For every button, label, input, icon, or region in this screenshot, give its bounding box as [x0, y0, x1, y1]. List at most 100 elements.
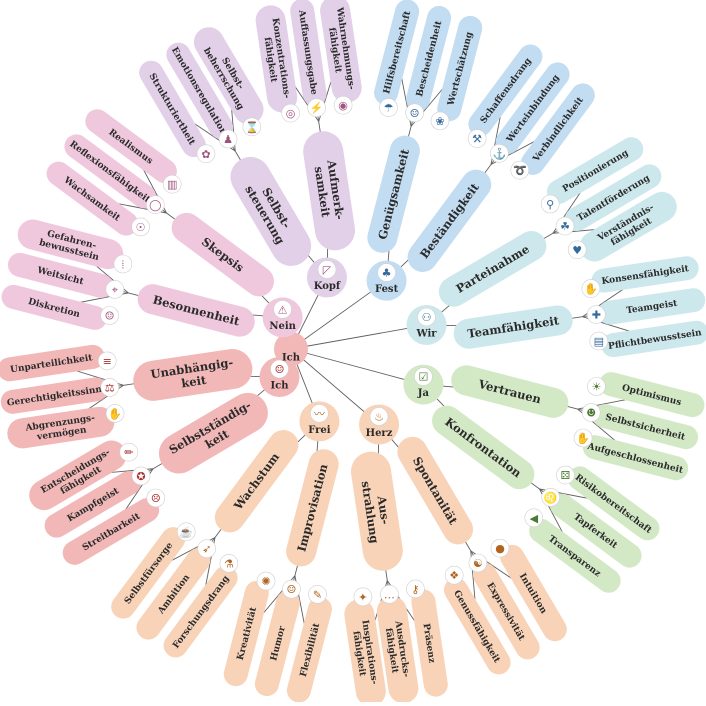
leaf-node-6-0-2-bg	[29, 440, 127, 511]
connector-line	[290, 348, 424, 386]
leaf-node-2-1-1: Teamgeist	[598, 288, 706, 325]
connector-line	[290, 324, 427, 350]
svg-text:⚇: ⚇	[422, 311, 432, 324]
leaf-node-0-1-0: Konzentrations-fähigkeit	[255, 5, 298, 113]
svg-text:⚗: ⚗	[224, 557, 234, 570]
trait-node-3-0-bg	[451, 365, 569, 418]
chart-icon: ▥	[162, 174, 182, 194]
dimension-text-7: Nein	[269, 321, 296, 332]
smiley-icon: ☺	[405, 103, 424, 123]
leaf-node-7-0-0-bg	[1, 284, 107, 330]
dimension-label-7: Nein	[269, 321, 296, 332]
svg-text:⦙: ⦙	[122, 258, 124, 271]
leaf-node-4-1-0: Präsenz	[411, 589, 448, 697]
trait-node-3-0: Vertrauen	[451, 365, 569, 418]
leaf-node-6-1-0-bg	[7, 406, 115, 449]
svg-text:◯: ◯	[149, 199, 161, 212]
lightning-icon: ⚡	[307, 98, 326, 117]
people-icon: ⚇	[417, 307, 436, 327]
trait-node-0-1-bg	[303, 131, 356, 251]
leaf-node-5-0-1-bg	[254, 590, 300, 697]
svg-text:◀: ◀	[530, 512, 539, 525]
puzzle-icon: ✚	[586, 305, 606, 324]
monocle-icon: ☉	[131, 217, 150, 237]
rocket-icon: ➶	[197, 539, 216, 559]
svg-text:✿: ✿	[201, 148, 210, 161]
leaf-node-4-1-1: Ausdrucks-fähigkeit	[376, 596, 419, 704]
dimension-label-2: Wir	[415, 329, 437, 340]
dice-icon: ⚄	[556, 465, 575, 485]
dimension-text-0: Kopf	[314, 281, 341, 292]
svg-text:⌛: ⌛	[245, 121, 259, 134]
svg-text:⚒: ⚒	[472, 133, 482, 146]
leaf-node-5-1-1-bg	[136, 548, 211, 640]
svg-text:✺: ✺	[261, 575, 270, 588]
svg-text:☹: ☹	[151, 492, 161, 505]
svg-text:…: …	[384, 588, 395, 601]
joystick-icon: ♟	[218, 129, 238, 149]
dimension-text-5: Frei	[308, 425, 331, 436]
trait-node-1-0-bg	[367, 135, 420, 253]
trait-node-0-0-bg	[230, 156, 312, 266]
svg-text:☂: ☂	[384, 102, 394, 115]
leaf-node-4-1-2-bg	[344, 599, 386, 706]
dimension-text-4: Herz	[366, 428, 393, 439]
svg-text:✦: ✦	[358, 591, 367, 604]
leaf-node-2-1-2-bg	[601, 320, 706, 358]
trait-node-0-1-label: Aufmerk-samkeit	[311, 158, 347, 223]
leaf-node-4-0-0-bg	[500, 544, 567, 642]
svg-text:❀: ❀	[435, 115, 444, 128]
eye-icon: ◉	[333, 95, 353, 115]
speech-bubble-icon: …	[380, 584, 399, 604]
leaf-node-2-1-0-bg	[591, 256, 699, 293]
scales-icon: ⚖	[100, 378, 119, 397]
brain-icon: ✿	[196, 144, 216, 164]
telescope-icon: ⌖	[105, 280, 125, 299]
leaf-node-2-1-1-bg	[598, 288, 706, 325]
svg-text:☘: ☘	[560, 220, 570, 233]
svg-text:☀: ☀	[591, 381, 601, 394]
target-icon: ◎	[281, 103, 300, 123]
leaf-node-1-1-2-bg	[520, 83, 595, 175]
trait-node-4-0-bg	[397, 436, 474, 545]
medal-icon: ✪	[131, 466, 151, 486]
sun-cloud-icon: ☀	[587, 377, 606, 396]
leaf-node-4-1-0-bg	[411, 589, 448, 697]
lion-icon: ♌	[541, 487, 561, 507]
leaf-node-6-1-2: Unparteilichkeit	[0, 344, 105, 382]
trait-node-3-1-bg	[432, 405, 535, 490]
flowers-icon: ❀	[430, 111, 450, 131]
leaf-node-7-0-2-bg	[17, 219, 124, 270]
trait-node-5-1-bg	[214, 430, 299, 533]
dimension-text-6: Ich	[270, 381, 289, 392]
leaf-node-2-0-0-bg	[546, 137, 644, 204]
leaf-node-3-1-2-bg	[529, 518, 621, 593]
dimension-text-1: Fest	[375, 284, 399, 295]
leaf-node-5-0-0-bg	[286, 597, 332, 703]
masks-icon: ☯	[468, 553, 488, 573]
hourglass-icon: ⌛	[242, 117, 262, 137]
svg-text:✋: ✋	[108, 407, 122, 420]
svg-text:⌖: ⌖	[112, 283, 118, 296]
leaf-node-4-1-1-bg	[376, 596, 419, 704]
svg-text:❖: ❖	[449, 569, 459, 582]
equals-icon: ≡	[97, 351, 117, 371]
leaf-node-4-1-2: Inspirations-fähigkeit	[344, 599, 386, 706]
svg-text:◉: ◉	[338, 99, 348, 112]
svg-text:♥: ♥	[572, 244, 582, 257]
leaf-node-1-0-0-bg	[374, 0, 420, 105]
trait-node-6-1: Unabhängig-keit	[133, 348, 253, 401]
trait-node-5-0-bg	[286, 449, 339, 567]
megaphone-icon: ◀	[524, 508, 544, 528]
laughing-icon: ☺	[282, 579, 301, 599]
leaf-node-1-0-1-bg	[406, 5, 452, 112]
stop-hand-icon: ✋	[105, 404, 125, 423]
anchor-icon: ⚓	[489, 144, 509, 163]
leaf-node-1-1-0-bg	[468, 44, 543, 137]
checkbox-icon: ☑	[414, 367, 433, 386]
leaf-node-7-1-1-bg	[64, 134, 156, 209]
leaf-node-3-0-0-bg	[599, 372, 705, 418]
